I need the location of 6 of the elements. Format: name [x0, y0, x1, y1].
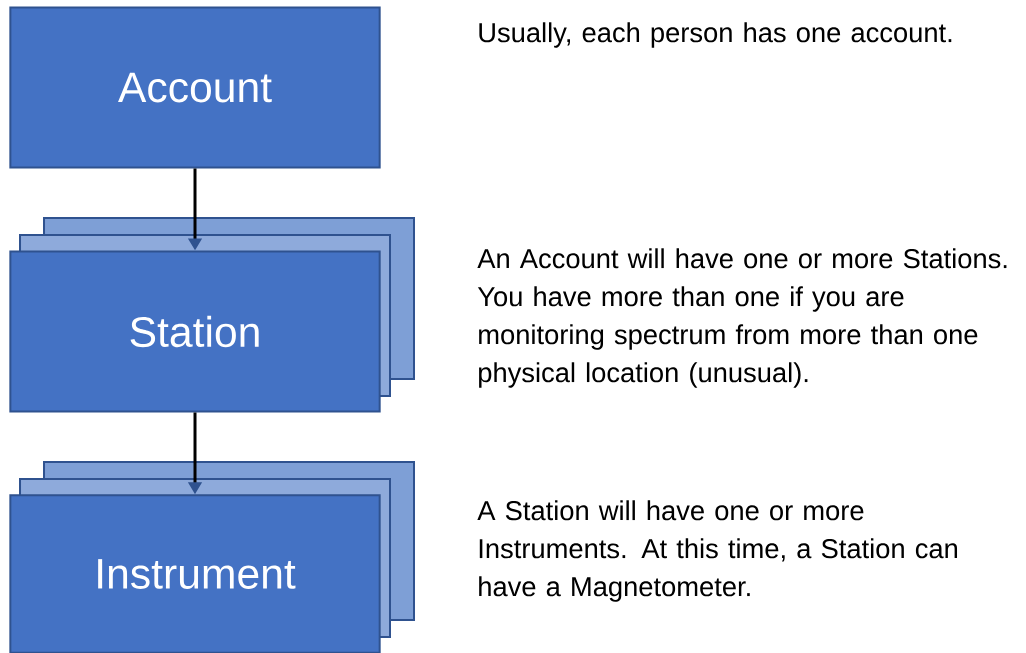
process-box: Account — [9, 6, 381, 169]
description-text: Usually, each person has one account. — [479, 22, 952, 48]
stacked-box: Instrument — [9, 461, 415, 653]
description-text: A Station will have one or more Instruments. At this time, a Station can have a Magnetometer. — [477, 500, 957, 602]
stacked-box: Station — [9, 217, 415, 413]
description-text: An Account will have one or more Stations. You have more than one if you are monitoring spectrum from more than one physical location (unusual). — [477, 248, 1007, 388]
